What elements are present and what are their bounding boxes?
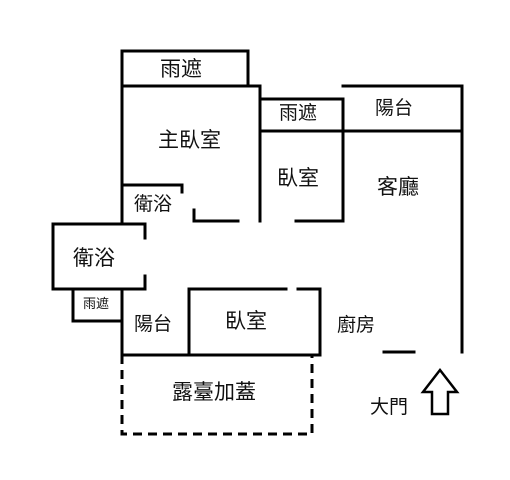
rain-shelter-mid-wall	[258, 97, 345, 133]
room-label-kitchen: 廚房	[337, 314, 376, 336]
bedroom-center-wall	[294, 129, 345, 223]
room-label-rain-shelter-top: 雨遮	[160, 57, 202, 81]
room-label-terrace: 露臺加蓋	[172, 380, 256, 404]
room-label-bedroom-bottom: 臥室	[225, 309, 267, 333]
room-label-living-room: 客廳	[377, 175, 419, 199]
room-label-bedroom-center: 臥室	[277, 166, 319, 190]
rain-shelter-top-wall	[120, 49, 250, 88]
terrace-outline	[120, 355, 314, 436]
room-label-bathroom-master: 衛浴	[134, 193, 173, 215]
room-label-bathroom-left: 衛浴	[73, 246, 115, 270]
room-label-balcony-bottom: 陽台	[134, 313, 173, 335]
room-label-balcony-right: 陽台	[375, 97, 414, 119]
rain-shelter-small-wall	[71, 287, 124, 323]
room-label-rain-shelter-mid: 雨遮	[279, 102, 318, 124]
room-label-rain-shelter-small: 雨遮	[83, 297, 110, 312]
room-label-master-bedroom: 主臥室	[158, 128, 221, 152]
up-arrow-icon	[420, 367, 460, 416]
balcony-right-wall	[341, 84, 464, 133]
entrance-label: 大門	[370, 396, 409, 418]
